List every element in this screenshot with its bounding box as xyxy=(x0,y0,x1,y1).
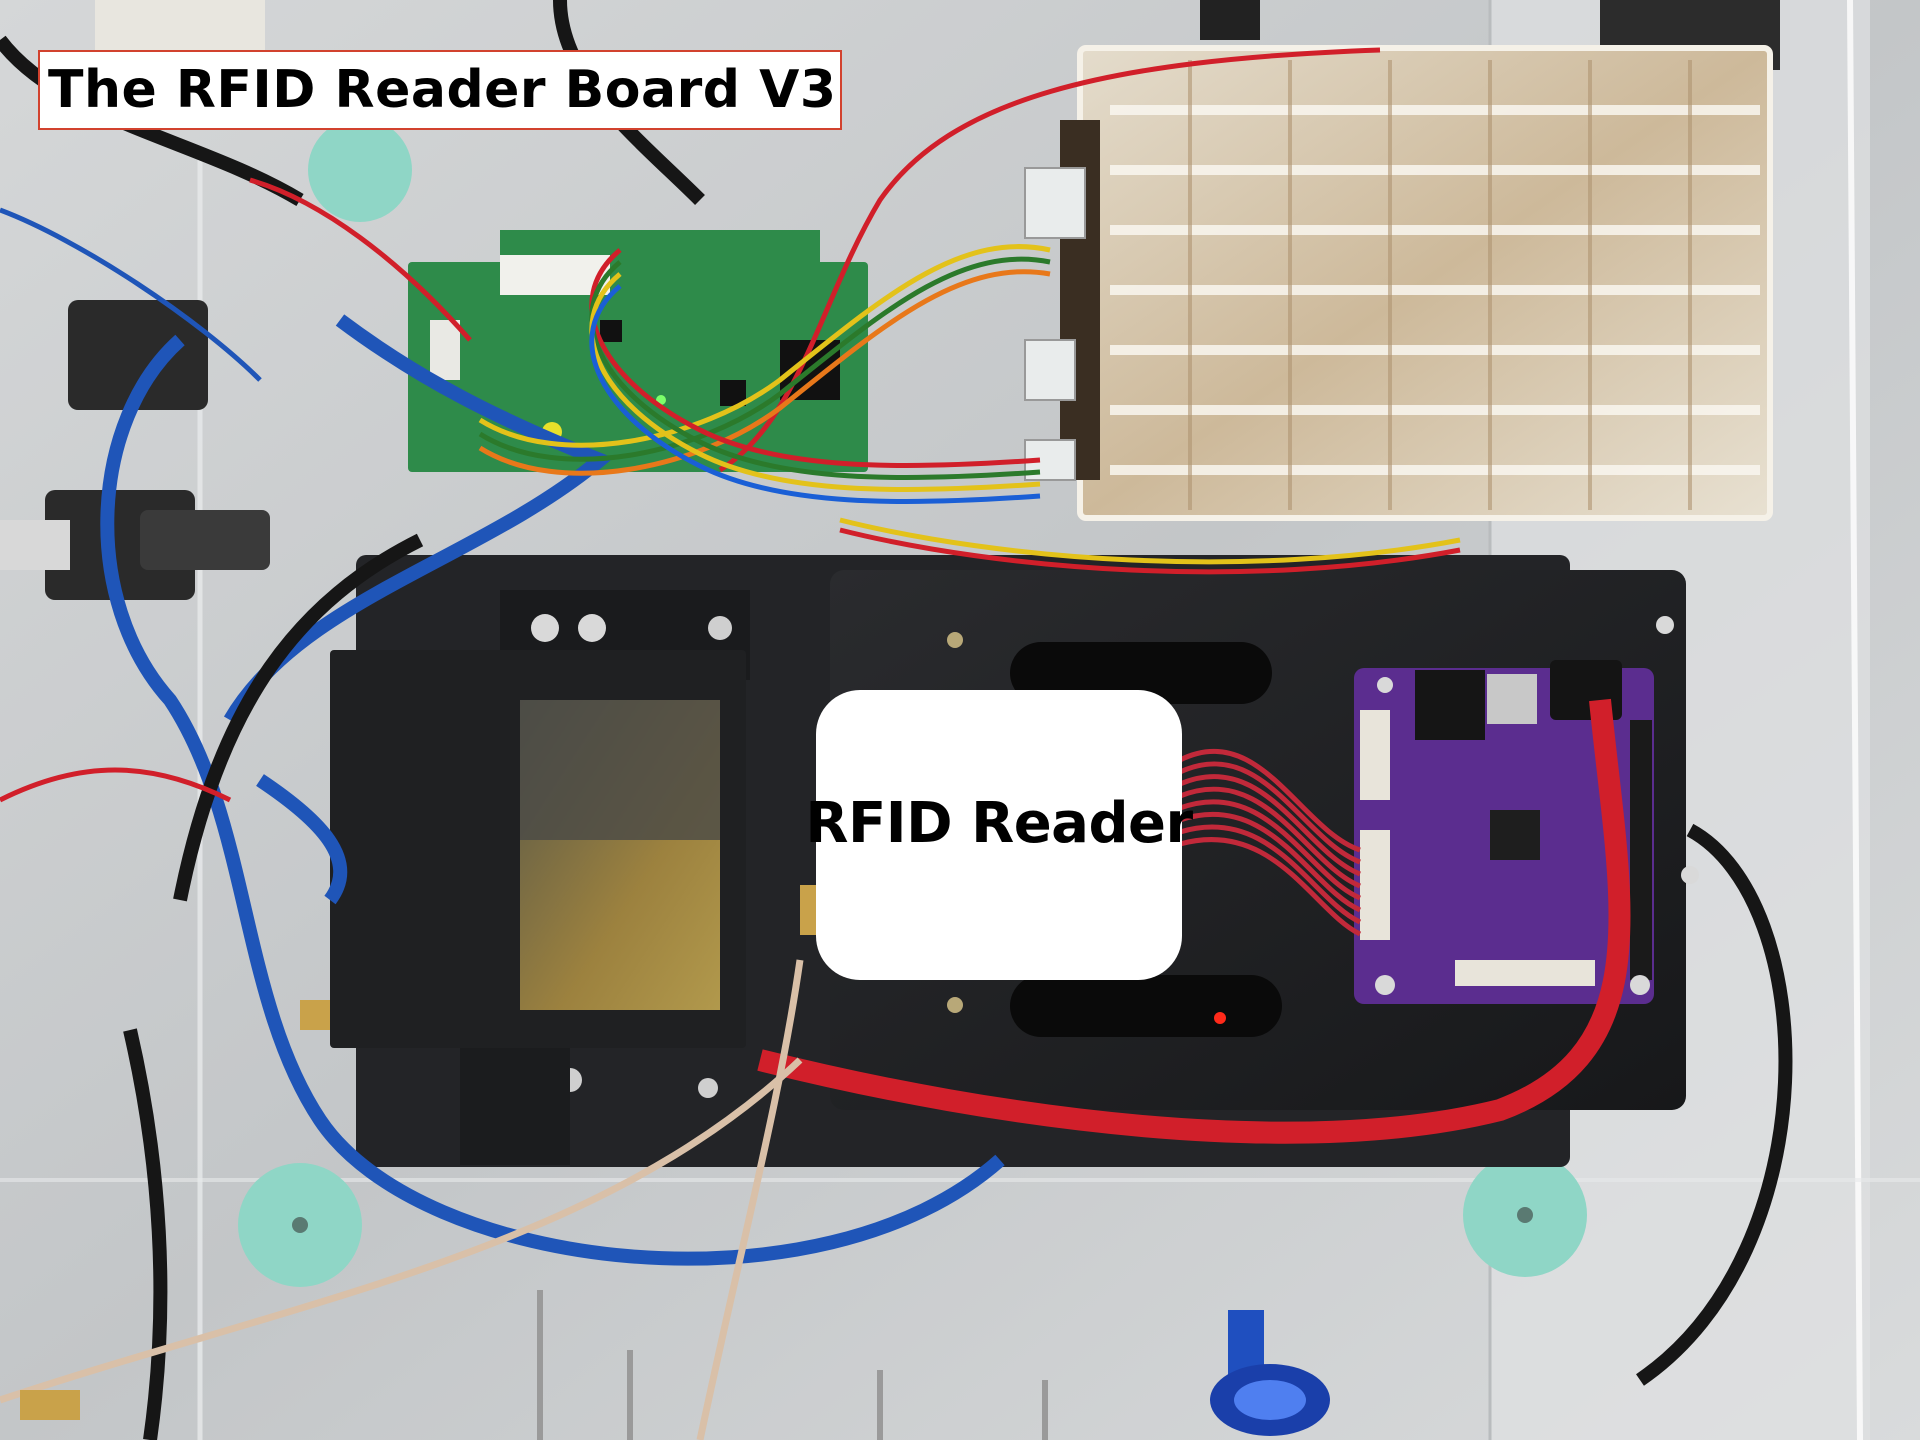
mounting-screw xyxy=(1656,616,1674,634)
mounting-screw xyxy=(698,1078,718,1098)
top-dark-device xyxy=(1200,0,1260,40)
mounting-screw xyxy=(1681,866,1699,884)
rfid-reader-label: RFID Reader xyxy=(805,690,1193,980)
ethernet-plug xyxy=(140,510,270,570)
rubber-foot xyxy=(1517,1207,1533,1223)
title-label: The RFID Reader Board V3 xyxy=(38,50,842,130)
mounting-bracket xyxy=(460,1045,570,1165)
acrylic-cell-stack xyxy=(1024,45,1773,521)
rubber-foot xyxy=(308,118,412,222)
top-connector-block xyxy=(95,0,265,50)
ethernet-port xyxy=(68,300,208,410)
red-ribbon-cable xyxy=(1178,749,1362,937)
green-controller-pcb xyxy=(408,230,868,472)
status-led xyxy=(1214,1012,1226,1024)
mounting-screw xyxy=(578,614,606,642)
ethernet-plug xyxy=(0,520,70,570)
mounting-screw xyxy=(531,614,559,642)
plate-slot xyxy=(1010,975,1282,1037)
acrylic-edge xyxy=(1847,0,1863,1440)
plate-slot xyxy=(1010,642,1272,704)
signal-wires xyxy=(0,47,1461,1440)
rubber-foot xyxy=(292,1217,308,1233)
mounting-screw xyxy=(947,632,963,648)
purple-sata-adapter-pcb xyxy=(1354,660,1654,1004)
rotary-switch xyxy=(1210,1310,1330,1436)
enclosure-glare xyxy=(520,700,720,840)
mounting-screw xyxy=(947,997,963,1013)
mounting-screw xyxy=(708,616,732,640)
connector-posts xyxy=(537,1290,1048,1440)
sata-cable xyxy=(757,698,1631,1144)
